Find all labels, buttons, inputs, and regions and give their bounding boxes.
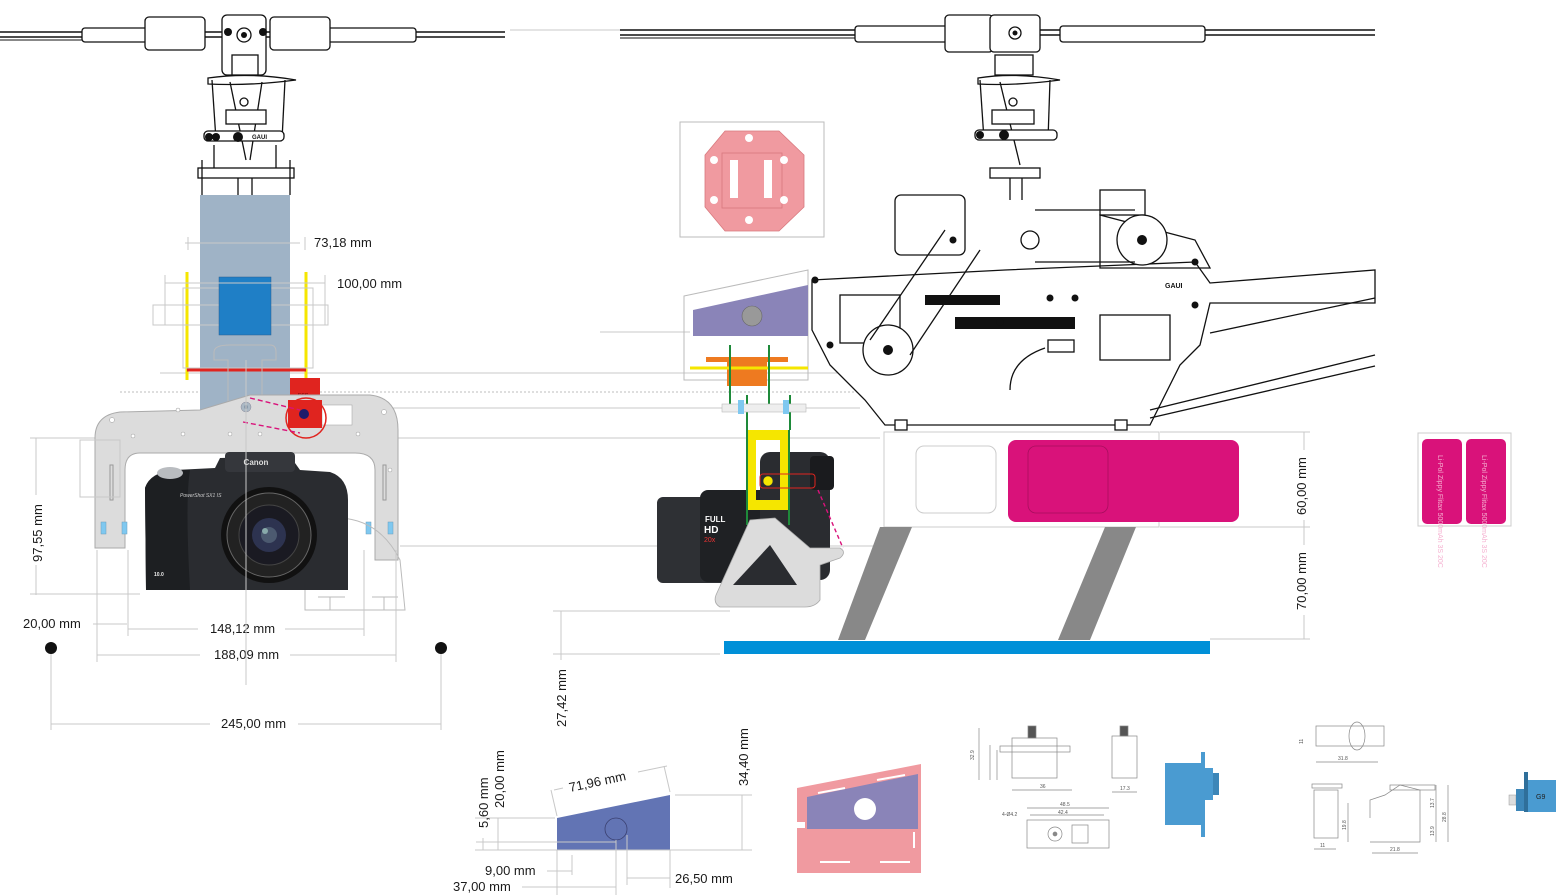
fullhd-bottom: HD [704, 525, 718, 536]
dim-97-55: 97,55 mm [30, 504, 45, 562]
battery-cell-1 [1422, 439, 1462, 524]
battery-pack: Li-Pol Zippy Flitax 5000mAh 3S 20C Li-Po… [1417, 432, 1512, 568]
dim-100: 100,00 mm [337, 276, 402, 291]
micro-dim-19-8: 19.8 [1342, 820, 1348, 830]
servo-dim-48-5: 48.5 [1060, 802, 1070, 808]
dim-34-40: 34,40 mm [736, 728, 751, 786]
frame-logo: GAUI [1165, 283, 1183, 290]
micro-dim-11: 11 [1299, 739, 1305, 744]
side-frame: GAUI [811, 189, 1376, 431]
skid-left-marker [45, 642, 57, 654]
wedge-detail: 71,96 mm 5,60 mm 20,00 mm 34,40 mm 9,00 … [453, 728, 752, 895]
dim-5-60: 5,60 mm [476, 777, 491, 828]
dim-70: 70,00 mm [1294, 552, 1309, 610]
pink-wedge-plate [795, 764, 921, 873]
servo-g9-label: G9 [1536, 794, 1545, 801]
dim-188-09: 188,09 mm [214, 647, 279, 662]
side-rotor-head [620, 14, 1375, 200]
battery-side [1008, 440, 1239, 522]
servo-dim-36: 36 [1040, 784, 1046, 790]
front-rotor-head: GAUI [0, 14, 505, 195]
dim-26-50: 26,50 mm [675, 871, 733, 886]
servo-dim-32-9: 32.9 [970, 750, 976, 760]
camera-megapixels: 10.0 [154, 572, 164, 578]
battery-cell-2 [1466, 439, 1506, 524]
side-mount [683, 269, 809, 430]
skid-strut-front [838, 527, 912, 640]
servo-dim-holes: 4-Ø4.2 [1002, 812, 1018, 818]
skid-right-marker [435, 642, 447, 654]
battery-label-1: Li-Pol Zippy Flitax 5000mAh 3S 20C [1436, 455, 1443, 568]
servo-dim-17-3: 17.3 [1120, 786, 1130, 792]
front-mount: ESC [79, 195, 406, 611]
front-frame-plate [94, 394, 399, 561]
micro-dim-28-8: 28.8 [1442, 812, 1448, 822]
tilt-servo [218, 276, 272, 336]
side-dimensions: 60,00 mm 70,00 mm 27,42 mm [553, 431, 1310, 727]
skid-strut-rear [1058, 527, 1136, 640]
micro-dim-front-11: 11 [1320, 843, 1325, 849]
front-dimensions: 73,18 mm 100,00 mm 97,55 mm 20,00 mm 148… [23, 235, 447, 731]
micro-dim-31-8: 31.8 [1338, 756, 1348, 762]
side-battery-skids [724, 431, 1239, 654]
skid-tube [724, 641, 1210, 654]
damper-block [727, 360, 767, 386]
dim-245: 245,00 mm [221, 716, 286, 731]
top-plate-drawing [679, 121, 825, 238]
servo-dim-42-4: 42.4 [1058, 810, 1068, 816]
dim-71-96: 71,96 mm [568, 768, 628, 795]
camera-brand: Canon [244, 458, 269, 467]
camera-model: PowerShot SX1 IS [180, 493, 222, 499]
micro-dim-13-9: 13.9 [1430, 826, 1436, 836]
dim-60: 60,00 mm [1294, 457, 1309, 515]
servo-micro-drawing: 11 31.8 11 21.8 19.8 13.7 13.9 28.8 [1299, 721, 1449, 854]
servo-large-drawing: 32.9 36 17.3 48.5 42.4 4-Ø4.2 [970, 725, 1138, 849]
rotor-logo: GAUI [252, 135, 267, 141]
dim-73-18: 73,18 mm [314, 235, 372, 250]
dim-27-42: 27,42 mm [554, 669, 569, 727]
fullhd-top: FULL [705, 515, 726, 524]
servo-large-block [1165, 752, 1219, 837]
zoom-badge: 20x [704, 537, 716, 544]
dim-37: 37,00 mm [453, 879, 511, 894]
wedge-shape [557, 795, 670, 850]
battery-label-2: Li-Pol Zippy Flitax 5000mAh 3S 20C [1480, 455, 1487, 568]
micro-dim-13-7: 13.7 [1430, 798, 1436, 808]
dim-148-12: 148,12 mm [210, 621, 275, 636]
dim-20-wedge: 20,00 mm [492, 750, 507, 808]
dim-20: 20,00 mm [23, 616, 81, 631]
camera-side: FULL HD 20x [657, 430, 844, 608]
dim-9: 9,00 mm [485, 863, 536, 878]
micro-dim-21-8: 21.8 [1390, 847, 1400, 853]
servo-micro-block: G9 [1508, 772, 1556, 812]
